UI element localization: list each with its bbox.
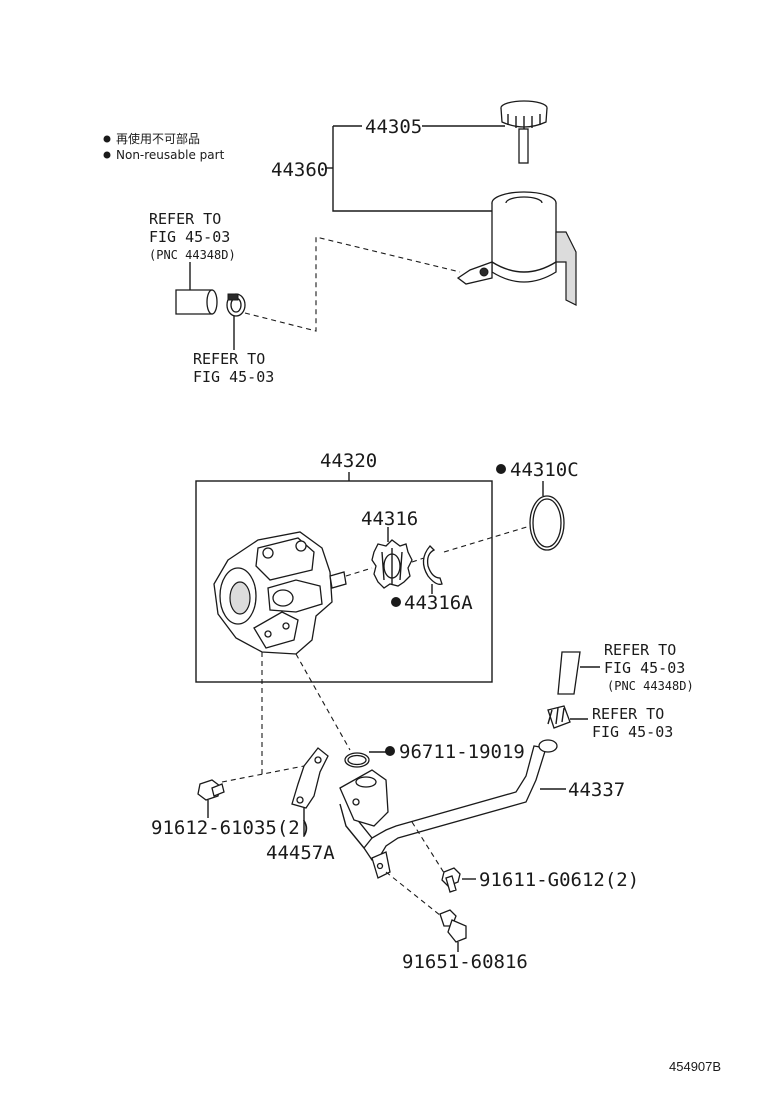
bolt-91611: 91611-G0612(2): [411, 821, 639, 893]
power-steering-pump-icon: [213, 531, 347, 655]
part-number-44310c: 44310C: [510, 459, 579, 481]
legend-bullet-icon: [103, 151, 111, 159]
bolt-91651: 91651-60816: [385, 871, 528, 973]
drive-gear-icon: [371, 539, 413, 589]
refer-fig-label-3: FIG 45-03: [604, 659, 685, 677]
part-number-96711-19019: 96711-19019: [399, 741, 525, 763]
shaft-line: [411, 525, 531, 563]
legend-non-reusable-jp: 再使用不可部品: [116, 131, 200, 146]
refer-to-label-4: REFER TO: [592, 705, 664, 723]
refer-pnc-label-2: (PNC 44348D): [607, 679, 694, 693]
refer-to-label-3: REFER TO: [604, 641, 676, 659]
hose-routing-line: [244, 236, 461, 332]
reservoir-hose-reference: REFER TO FIG 45-03 (PNC 44348D) REFER TO…: [149, 210, 461, 386]
o-ring-96711: 96711-19019: [344, 741, 525, 768]
refer-to-label-2: REFER TO: [193, 350, 265, 368]
assembly-box: [195, 480, 493, 683]
refer-to-label: REFER TO: [149, 210, 221, 228]
bolt-routing-line: [385, 871, 447, 921]
o-ring-44310c: 44310C: [496, 459, 579, 551]
assembly-bracket-line: [332, 126, 497, 212]
refer-fig-label-4: FIG 45-03: [592, 723, 673, 741]
pipe-routing-line: [295, 653, 351, 751]
refer-fig-label: FIG 45-03: [149, 228, 230, 246]
reservoir-cap-icon: [500, 100, 548, 164]
return-hose-reference: REFER TO FIG 45-03 (PNC 44348D): [557, 641, 694, 695]
part-number-44316: 44316: [361, 508, 418, 530]
legend-bullet-icon: [103, 135, 111, 143]
bracket-44457a: 44457A: [266, 747, 335, 864]
pressure-pipe-44337: 44337: [339, 739, 625, 879]
refer-fig-label-2: FIG 45-03: [193, 368, 274, 386]
bolt-routing-line: [411, 821, 447, 877]
part-number-44320: 44320: [320, 450, 377, 472]
part-number-44337: 44337: [568, 779, 625, 801]
part-number-44360: 44360: [271, 159, 328, 181]
bolt-icon: [197, 779, 225, 801]
clamp-reference: REFER TO FIG 45-03: [547, 705, 673, 741]
legend-non-reusable-en: Non-reusable part: [116, 148, 225, 162]
non-reusable-bullet-icon: [496, 464, 506, 474]
legend: 再使用不可部品 Non-reusable part: [103, 131, 225, 162]
snap-ring-icon: [422, 545, 443, 585]
shaft-line: [345, 567, 373, 577]
part-number-44316a: 44316A: [404, 592, 473, 614]
bolt-routing-line: [221, 765, 305, 783]
clamp-icon: [547, 705, 571, 729]
non-reusable-bullet-icon: [385, 746, 395, 756]
hose-clamp-icon: [226, 293, 246, 317]
part-number-91611-g0612: 91611-G0612(2): [479, 869, 639, 891]
part-number-91651-60816: 91651-60816: [402, 951, 528, 973]
return-hose-icon: [557, 651, 581, 695]
refer-pnc-label: (PNC 44348D): [149, 248, 236, 262]
reservoir-assembly: 44305 44360: [271, 100, 577, 306]
bolt-icon: [441, 867, 461, 893]
part-number-91612-61035: 91612-61035(2): [151, 817, 311, 839]
part-number-44457a: 44457A: [266, 842, 335, 864]
bolt-icon: [439, 909, 467, 943]
reservoir-tank-icon: [456, 191, 577, 306]
pressure-pipe-icon: [339, 739, 558, 879]
hose-icon: [175, 289, 218, 315]
bolt-91612: 91612-61035(2): [151, 779, 311, 839]
part-number-44305: 44305: [365, 116, 422, 138]
pump-assembly: 44320 44316 44316A: [195, 450, 531, 683]
diagram-code: 454907B: [669, 1059, 721, 1074]
non-reusable-bullet-icon: [391, 597, 401, 607]
